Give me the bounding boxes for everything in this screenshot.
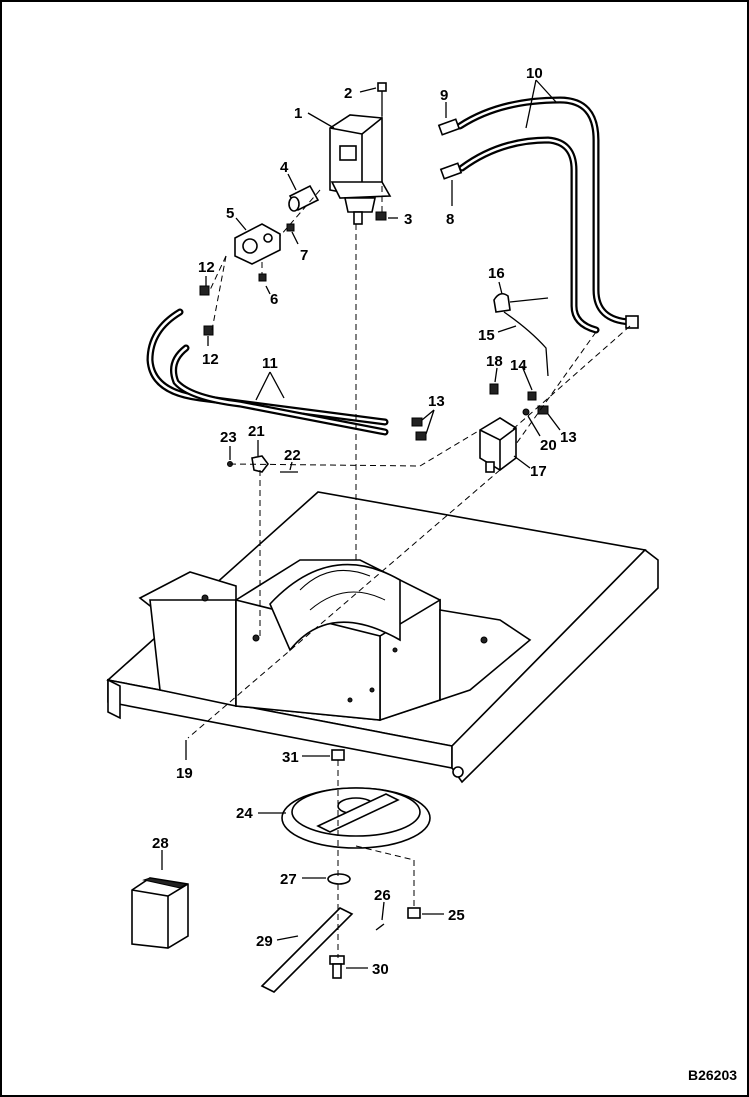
bracket-21 xyxy=(251,455,269,473)
fitting-12b xyxy=(203,325,214,336)
callout-23: 23 xyxy=(220,429,237,446)
fitting-7 xyxy=(286,223,295,232)
callout-6: 6 xyxy=(270,291,278,308)
callout-31: 31 xyxy=(282,749,299,766)
fitting-14 xyxy=(527,391,537,401)
callout-8: 8 xyxy=(446,211,454,228)
callout-1: 1 xyxy=(294,105,302,122)
callout-9: 9 xyxy=(440,87,448,104)
callout-16: 16 xyxy=(488,265,505,282)
callout-14: 14 xyxy=(510,357,527,374)
fitting-20 xyxy=(522,408,530,416)
callout-25: 25 xyxy=(448,907,465,924)
callout-7: 7 xyxy=(300,247,308,264)
nut-25 xyxy=(407,907,421,919)
fitting-12a xyxy=(199,285,210,296)
blade-carrier-24 xyxy=(281,787,431,849)
hoses-11 xyxy=(146,308,389,436)
callout-20: 20 xyxy=(540,437,557,454)
fitting-6 xyxy=(258,273,267,282)
callout-10: 10 xyxy=(526,65,543,82)
callout-24: 24 xyxy=(236,805,253,822)
callout-21: 21 xyxy=(248,423,265,440)
valve-5 xyxy=(234,223,281,265)
callout-11: 11 xyxy=(262,355,278,372)
callout-18: 18 xyxy=(486,353,503,370)
wire-15 xyxy=(503,311,549,377)
callout-12b: 12 xyxy=(202,351,219,368)
fitting-13b xyxy=(415,431,427,441)
callout-30: 30 xyxy=(372,961,389,978)
decal-28 xyxy=(131,877,189,949)
callout-2: 2 xyxy=(344,85,352,102)
bolt-26 xyxy=(375,923,385,931)
callout-labels: 1 2 3 4 5 6 7 8 9 10 11 12 12 13 13 14 1… xyxy=(152,65,577,978)
callout-13b: 13 xyxy=(560,429,577,446)
leader-lines xyxy=(161,79,561,969)
callout-3: 3 xyxy=(404,211,412,228)
callout-4: 4 xyxy=(280,159,289,176)
callout-5: 5 xyxy=(226,205,234,222)
reference-code: B26203 xyxy=(688,1067,737,1083)
fitting-13c xyxy=(537,405,549,415)
washer-27 xyxy=(327,873,351,885)
callout-28: 28 xyxy=(152,835,169,852)
hydraulic-motor xyxy=(329,114,392,225)
coupler-4 xyxy=(288,184,320,212)
sensor-16 xyxy=(493,292,549,313)
callout-17: 17 xyxy=(530,463,547,480)
callout-26: 26 xyxy=(374,887,391,904)
nut-3 xyxy=(375,211,387,221)
blade-29 xyxy=(260,907,354,993)
callout-15: 15 xyxy=(478,327,495,344)
mower-deck xyxy=(106,491,659,784)
bolt-30 xyxy=(329,955,345,979)
assembly-lines xyxy=(187,96,631,958)
callout-27: 27 xyxy=(280,871,297,888)
callout-29: 29 xyxy=(256,933,273,950)
callout-12a: 12 xyxy=(198,259,215,276)
fitting-18 xyxy=(489,383,499,395)
callout-19: 19 xyxy=(176,765,193,782)
callout-22: 22 xyxy=(284,447,301,464)
valve-block-17 xyxy=(479,417,517,473)
fitting-13a xyxy=(411,417,423,427)
nut-31 xyxy=(331,749,345,761)
hoses-10 xyxy=(437,96,639,334)
callout-13a: 13 xyxy=(428,393,445,410)
